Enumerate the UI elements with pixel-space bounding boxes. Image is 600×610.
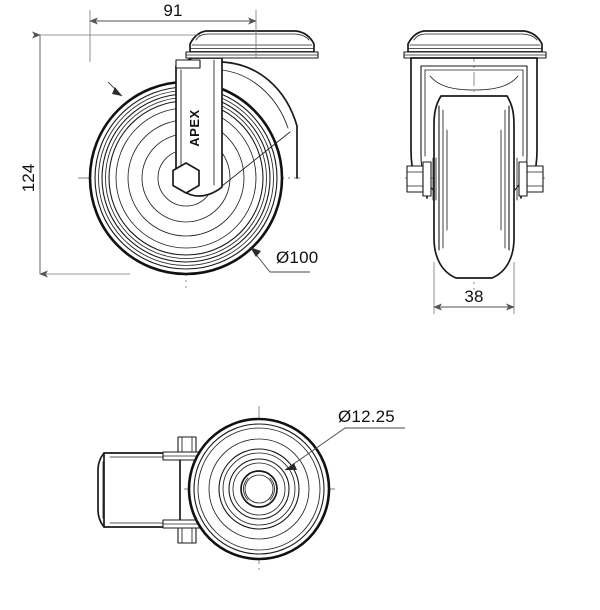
front-top-plate xyxy=(185,30,319,59)
front-fork-trailing-arm xyxy=(221,61,298,187)
dimension-height-label: 124 xyxy=(19,164,38,192)
dimension-wheel-width-label: 38 xyxy=(464,287,483,306)
side-axle-bolt-left xyxy=(406,157,437,201)
side-view: 38 xyxy=(403,30,547,314)
dimension-length-label: 91 xyxy=(163,1,182,20)
dimension-bore-diameter: Ø12.25 xyxy=(284,407,405,471)
bottom-wheel xyxy=(187,417,331,561)
dimension-wheel-width: 38 xyxy=(433,262,515,314)
front-tire-pointer xyxy=(107,81,123,97)
bottom-view: Ø12.25 xyxy=(97,406,405,574)
side-top-plate xyxy=(403,30,547,59)
side-wheel xyxy=(433,95,515,279)
front-hub-hex-nut xyxy=(172,162,200,194)
dimension-bore-diameter-label: Ø12.25 xyxy=(338,407,395,426)
dimension-overall-height: 124 xyxy=(19,31,200,278)
dimension-wheel-diameter-label: Ø100 xyxy=(276,248,318,267)
fork-brand-label: APEX xyxy=(187,109,202,146)
bottom-caster-body xyxy=(97,452,181,528)
side-axle-bolt-right xyxy=(513,157,544,201)
front-view: 124 91 Ø100 APEX xyxy=(19,1,319,288)
dimension-wheel-diameter: Ø100 xyxy=(249,246,318,273)
dimension-overall-length: 91 xyxy=(89,1,257,62)
front-fork-leg xyxy=(175,57,223,197)
